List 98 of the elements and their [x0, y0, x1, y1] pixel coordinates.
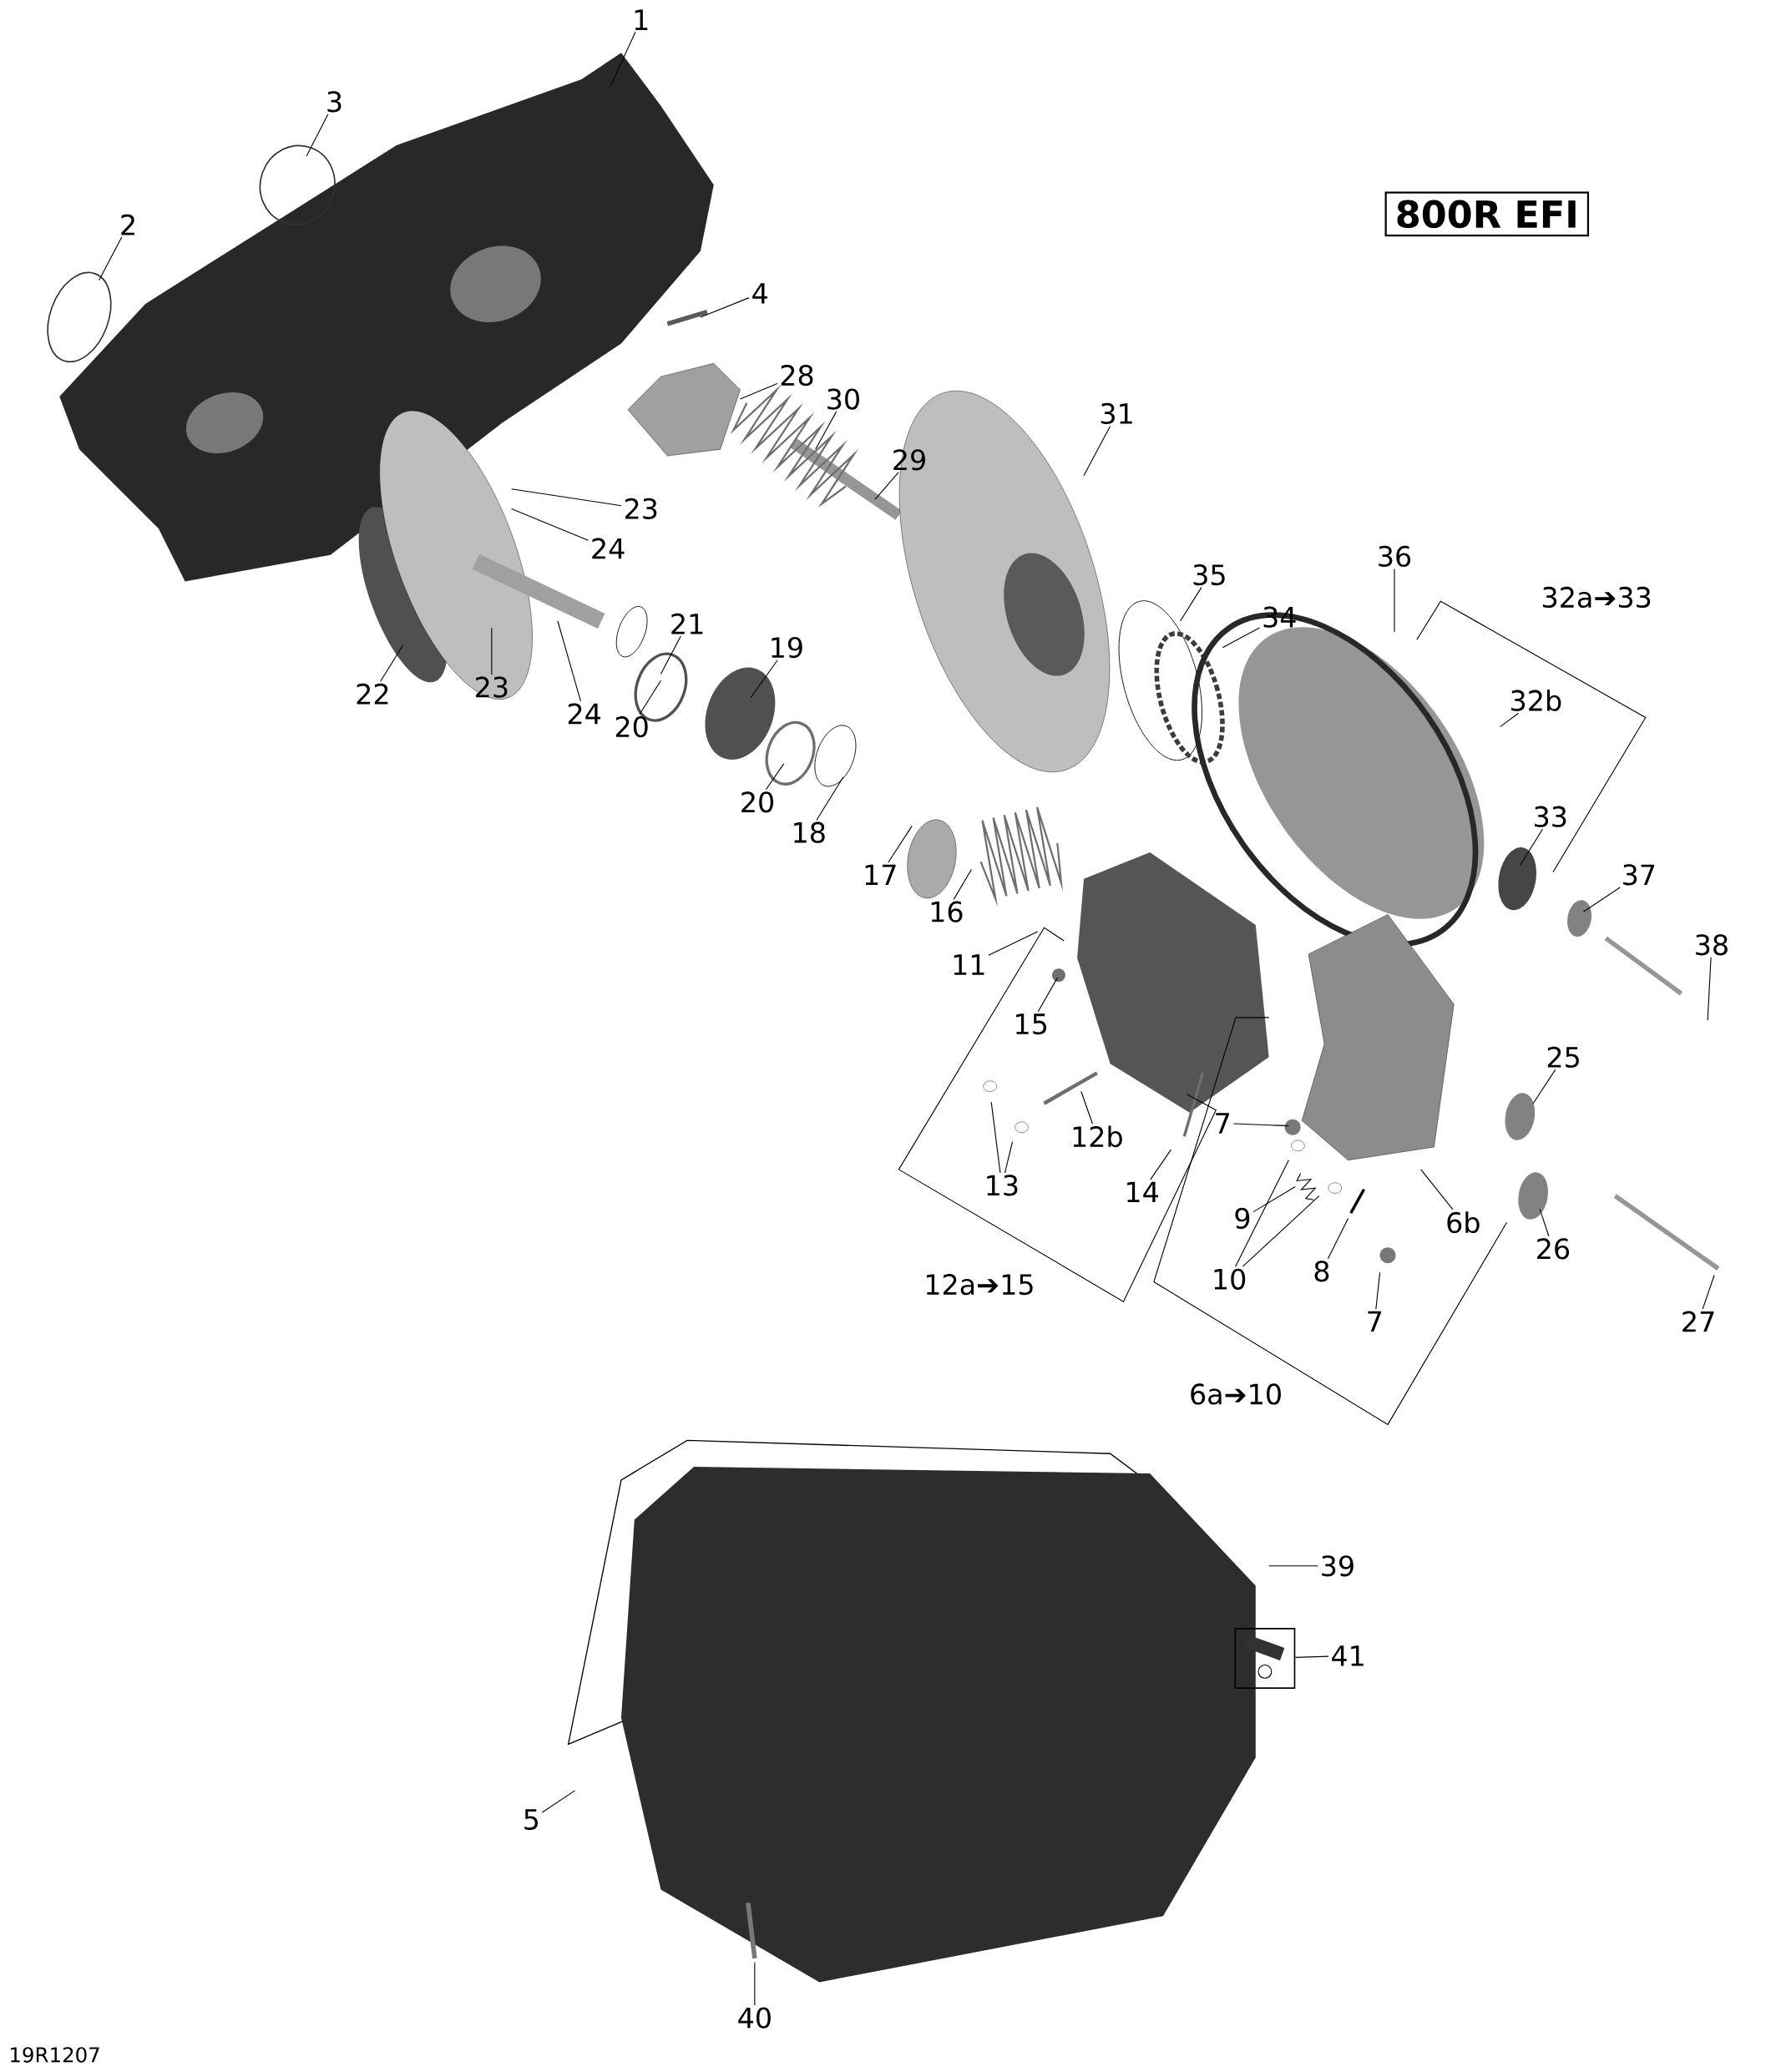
callout-number: 10 [1214, 1268, 1246, 1290]
callout-number: 31 [1101, 402, 1132, 425]
leader-line [1394, 568, 1395, 633]
callout-number: 15 [1016, 1013, 1046, 1035]
leader-line [491, 627, 493, 675]
callout-number: 3 [327, 91, 342, 113]
leader-line [700, 297, 750, 318]
leader-line [380, 644, 404, 682]
leader-line [874, 472, 899, 500]
callout-number: 34 [1263, 606, 1296, 628]
callout-number: 6b [1447, 1211, 1480, 1234]
callout-number: 39 [1322, 1555, 1354, 1577]
kit-label: 32a➔33 [1543, 586, 1651, 609]
callout-number: 7 [1216, 1113, 1229, 1134]
leader-line [99, 236, 123, 281]
leader-line [1707, 957, 1712, 1021]
callout-number: 35 [1193, 563, 1225, 586]
kit-label: 12a➔15 [926, 1274, 1033, 1296]
callout-number: 29 [893, 449, 925, 471]
callout-number: 27 [1682, 1311, 1714, 1332]
callout-number: 17 [865, 864, 896, 886]
callout-number: 28 [781, 364, 813, 387]
model-label: 800R EFI [1384, 191, 1589, 237]
callout-number: 7 [1368, 1311, 1381, 1332]
leader-line [953, 869, 972, 900]
leader-line [1532, 1069, 1556, 1104]
leader-line [1150, 1149, 1171, 1180]
callout-number: 30 [827, 388, 859, 410]
leader-line [541, 1790, 576, 1813]
callout-number: 13 [987, 1175, 1018, 1196]
callout-number: 9 [1235, 1207, 1250, 1230]
callout-number: 2 [121, 214, 134, 235]
callout-number: 5 [524, 1809, 538, 1831]
callout-number: 26 [1537, 1238, 1570, 1260]
callout-number: 18 [794, 821, 825, 843]
leader-line [1519, 828, 1543, 867]
leader-line [1582, 887, 1621, 912]
leader-line [1420, 1169, 1454, 1210]
figure-code: 19R1207 [11, 2047, 99, 2063]
leader-line [1222, 627, 1261, 649]
callout-number: 4 [752, 283, 767, 304]
callout-number: 41 [1331, 1645, 1364, 1666]
callout-number: 38 [1696, 934, 1728, 956]
callout-number: 20 [615, 716, 648, 738]
leader-line [1252, 1185, 1296, 1213]
callout-number: 1 [635, 9, 648, 30]
leader-line [1235, 1160, 1289, 1267]
callout-number: 24 [592, 538, 625, 559]
leader-line [815, 411, 837, 450]
callout-number: 14 [1127, 1181, 1158, 1202]
leader-line [888, 825, 913, 863]
callout-number: 23 [476, 676, 508, 698]
leader-line [816, 776, 844, 821]
leader-line [1327, 1217, 1349, 1260]
callout-number: 21 [671, 613, 703, 634]
leader-line [660, 635, 681, 675]
leader-line [1294, 1655, 1329, 1658]
leader-line [639, 680, 661, 715]
callout-number: 23 [625, 498, 657, 520]
callout-number: 37 [1623, 864, 1655, 886]
callout-number: 12b [1073, 1125, 1122, 1148]
leader-line [306, 114, 329, 157]
callout-number: 11 [954, 954, 984, 975]
leader-line [1080, 1090, 1093, 1124]
callout-number: 36 [1379, 545, 1411, 568]
leader-line [511, 508, 589, 541]
leader-line [990, 1101, 1001, 1174]
leader-line [511, 488, 622, 507]
leader-line [557, 620, 581, 702]
callout-number: 40 [738, 2007, 771, 2029]
leader-line [750, 660, 778, 699]
kit-label: 6a➔10 [1191, 1383, 1281, 1405]
callout-number: 24 [568, 703, 600, 725]
callout-number: 19 [772, 637, 802, 659]
leader-line [1500, 712, 1520, 728]
callout-number: 8 [1314, 1261, 1329, 1282]
leader-line [1539, 1208, 1550, 1237]
callout-number: 16 [931, 901, 963, 922]
leader-line [1232, 1123, 1289, 1127]
leader-line [610, 31, 636, 87]
callout-number: 33 [1535, 806, 1566, 827]
leader-line [1268, 1565, 1318, 1567]
callout-number: 32b [1511, 690, 1561, 711]
leader-line [988, 931, 1039, 956]
leader-line [754, 1962, 756, 2006]
callout-number: 20 [741, 791, 773, 813]
callout-number: 25 [1547, 1046, 1579, 1068]
callout-number: 22 [357, 683, 388, 705]
leader-line [1702, 1274, 1715, 1310]
leader-line [739, 382, 778, 400]
leader-line [1242, 1195, 1320, 1267]
leader-line [1375, 1271, 1381, 1310]
leader-line [765, 763, 785, 791]
leader-line [1179, 587, 1202, 622]
parts-box [1234, 1628, 1296, 1690]
leader-line [1004, 1141, 1014, 1174]
leader-line [1037, 977, 1058, 1013]
leader-line [1083, 425, 1111, 477]
